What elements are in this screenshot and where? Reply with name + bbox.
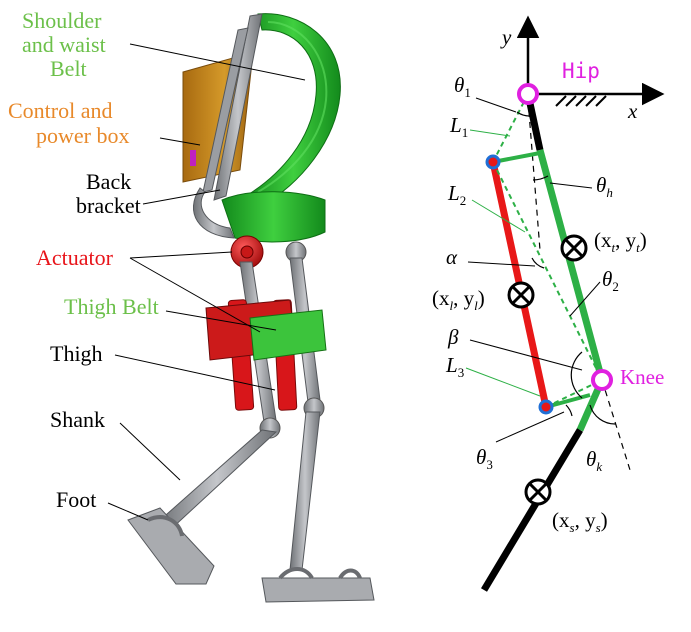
label-alpha: α [446, 245, 458, 269]
label-thigh-belt: Thigh Belt [64, 294, 159, 319]
label-shoulder-2: and waist [22, 32, 106, 57]
shank-connector [545, 393, 591, 409]
shoulder-belt-strap [245, 13, 341, 206]
shoulder-belt-strap-inner [257, 21, 328, 193]
label-back-2: bracket [76, 193, 141, 218]
knee-extension-ref [601, 379, 631, 471]
leader-thigh [114, 354, 276, 391]
label-x-axis: x [627, 99, 638, 123]
back-bracket-bend [192, 187, 235, 239]
leader-thighbelt [165, 310, 277, 331]
label-control-1: Control and [8, 98, 113, 123]
waist-belt [221, 191, 326, 243]
leader-actuator-2 [129, 257, 261, 333]
thetah-arc [532, 175, 549, 181]
alpha-arc [531, 257, 545, 269]
leader-L3 [465, 367, 541, 397]
label-L2: L2 [447, 181, 466, 208]
theta3-arc [565, 404, 573, 417]
symbol-leaders [465, 97, 601, 443]
label-hip: Hip [562, 59, 600, 83]
label-L1: L1 [449, 113, 468, 140]
control-box-indicator [190, 150, 196, 166]
label-L3: L3 [445, 353, 464, 380]
label-xl-yl: (xl, yl) [432, 286, 485, 313]
back-bracket [213, 13, 263, 201]
leader-theta3 [495, 411, 565, 443]
label-y-axis: y [500, 25, 512, 49]
hip-actuator-hub [240, 245, 254, 259]
thetak-arc [589, 404, 617, 425]
shank-link-black [480, 428, 584, 592]
L2-dashed [492, 161, 603, 381]
shank-bar-right [289, 411, 321, 571]
leader-theta2 [569, 281, 601, 317]
knee-joint-marker [591, 369, 613, 391]
com-shank-marker [524, 478, 552, 506]
component-labels: Shoulder and waist Belt Control and powe… [8, 8, 159, 512]
label-thigh: Thigh [50, 341, 103, 366]
ground-hatch [555, 95, 607, 107]
leader-thetah [549, 182, 593, 189]
hip-vertical-ref [527, 99, 541, 251]
symbol-labels: y x θ1 L1 L2 θh (xt, yt) α θ2 (xl, yl) β… [432, 25, 647, 535]
leader-beta [469, 339, 583, 371]
kinematic-diagram: y x θ1 L1 L2 θh (xt, yt) α θ2 (xl, yl) β… [432, 15, 665, 592]
exoskeleton-illustration [127, 13, 375, 603]
leader-shoulder [129, 43, 306, 81]
label-theta3: θ3 [476, 445, 493, 472]
leader-shank [119, 422, 181, 481]
actuator-bottom-joint [538, 399, 554, 415]
leader-theta1 [475, 97, 517, 113]
label-theta2: θ2 [602, 267, 619, 294]
leader-actuator-1 [129, 251, 233, 259]
leader-foot [107, 502, 149, 521]
leader-L1 [469, 129, 511, 137]
hip-joint-marker [517, 83, 539, 105]
foot-right-strap [278, 567, 362, 580]
theta1-arc [516, 111, 532, 117]
foot-left [127, 507, 215, 585]
com-actuator-marker [507, 281, 535, 309]
foot-left-strap [147, 515, 184, 537]
label-shoulder-1: Shoulder [22, 8, 102, 33]
label-shoulder-3: Belt [50, 56, 87, 81]
label-actuator: Actuator [36, 245, 114, 270]
shank-bar-left [157, 429, 278, 531]
beta-arc [570, 351, 583, 399]
label-theta1: θ1 [454, 73, 471, 100]
label-knee: Knee [620, 365, 664, 389]
leader-alpha [467, 261, 536, 267]
thigh-connector [492, 151, 541, 164]
label-back-1: Back [86, 169, 131, 194]
leader-back [142, 189, 221, 205]
label-shank: Shank [50, 407, 105, 432]
actuator-top-joint [485, 154, 501, 170]
leader-control [159, 137, 201, 146]
foot-right [261, 577, 375, 603]
label-beta: β [447, 325, 459, 349]
leader-L2 [471, 199, 526, 233]
label-xs-ys: (xs, ys) [552, 508, 608, 535]
thigh-link-green [536, 149, 606, 381]
com-thigh-marker [560, 234, 588, 262]
label-foot: Foot [56, 487, 96, 512]
label-control-2: power box [36, 123, 129, 148]
L1-dashed [492, 93, 529, 163]
label-thetak: θk [586, 447, 602, 474]
label-thetah: θh [596, 173, 613, 200]
label-xt-yt: (xt, yt) [594, 228, 647, 255]
thigh-belt [249, 309, 327, 361]
leader-lines [107, 43, 306, 521]
back-bracket-rail [202, 27, 249, 193]
